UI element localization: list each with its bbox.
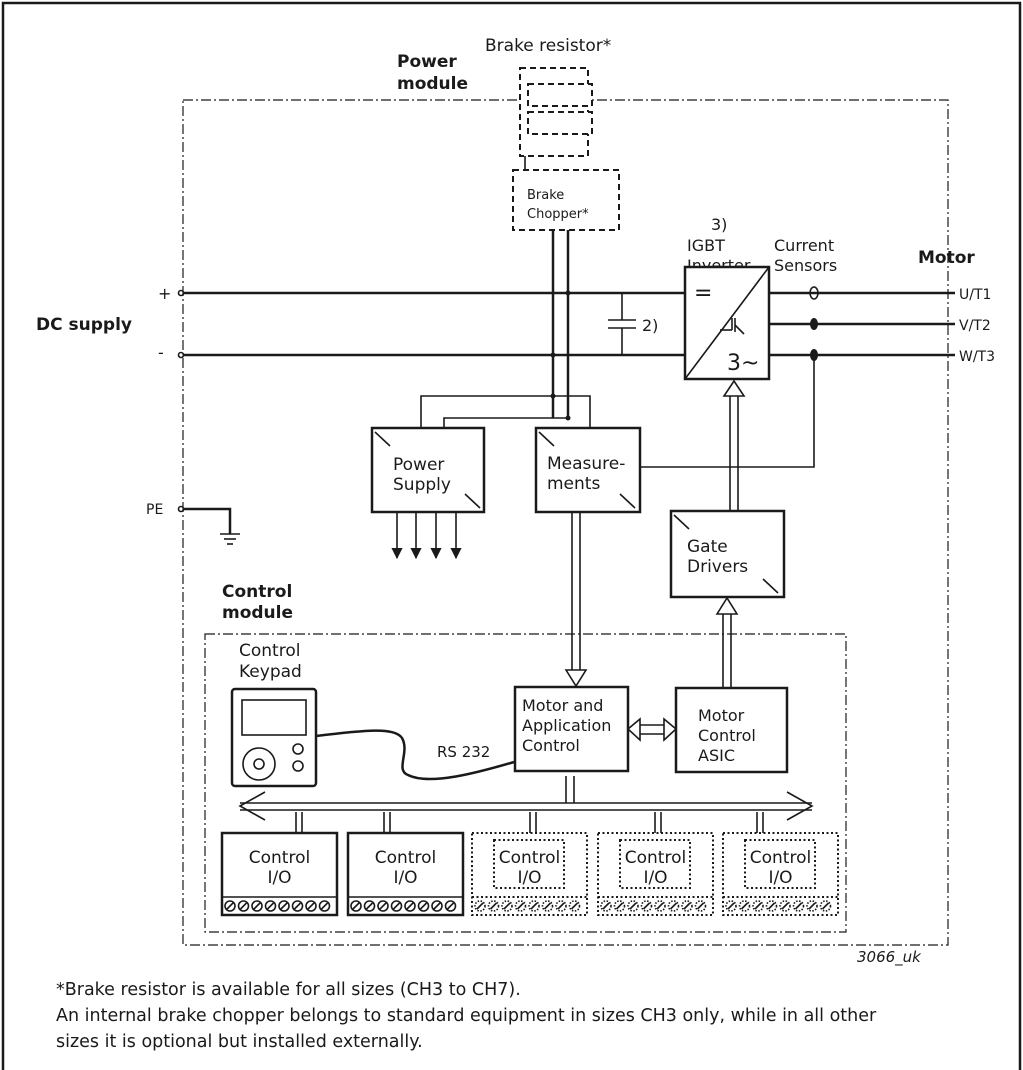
control-keypad	[230, 687, 318, 788]
power-supply-outputs	[391, 512, 462, 560]
current-sensor	[809, 286, 819, 300]
measurements-label: Measure-	[547, 454, 625, 474]
io-board-label: Control	[499, 848, 560, 868]
inverter-ac-symbol: 3~	[727, 351, 759, 376]
motor-label: Motor	[918, 248, 975, 268]
igbt-label: IGBT	[687, 236, 725, 255]
inverter-dc-symbol: =	[694, 281, 712, 306]
rs232-cable	[315, 729, 515, 781]
brake-resistor-label: Brake resistor*	[485, 36, 611, 56]
io-board-label: Control	[625, 848, 686, 868]
asic-label-2: Control	[698, 726, 756, 745]
brake-chopper	[512, 169, 620, 231]
phase-w-label: W/T3	[959, 349, 995, 365]
control-module-label-2: module	[222, 603, 293, 623]
control-module-enclosure	[204, 633, 847, 933]
asic-label: Motor	[698, 706, 745, 725]
phase-v-label: V/T2	[959, 318, 991, 334]
supply-feed	[420, 395, 553, 428]
footnote-line-2: An internal brake chopper belongs to sta…	[56, 1006, 877, 1026]
io-board-label: Control	[249, 848, 310, 868]
pe-terminal	[177, 505, 185, 513]
figure-code: 3066_uk	[857, 948, 922, 967]
motor-application-control-block	[513, 685, 630, 773]
inverter-note: 3)	[711, 215, 727, 234]
control-module-label: Control	[222, 582, 292, 602]
current-sensors-label: Current	[774, 236, 834, 255]
dc-link-capacitor	[608, 293, 636, 355]
mac-asic-link	[626, 717, 678, 742]
io-board-label-2: I/O	[267, 868, 291, 888]
brake-resistor	[519, 67, 593, 157]
gate-drivers-label-2: Drivers	[687, 557, 748, 577]
pe-wire	[184, 507, 232, 534]
asic-label-3: ASIC	[698, 746, 735, 765]
io-board-label: Control	[375, 848, 436, 868]
igbt-symbol	[720, 318, 745, 335]
measurements-block	[534, 426, 642, 514]
pe-label: PE	[146, 502, 163, 518]
rs232-label: RS 232	[437, 743, 490, 761]
power-module-label-2: module	[397, 74, 468, 94]
mac-label-2: Application	[522, 716, 611, 735]
io-board-label: Control	[750, 848, 811, 868]
gate-drivers-block	[669, 509, 786, 599]
mac-label-3: Control	[522, 736, 580, 755]
sensor-feedback	[640, 355, 815, 468]
minus-terminal	[177, 351, 185, 359]
capacitor-note: 2)	[642, 316, 658, 335]
power-supply-label: Power	[393, 455, 444, 475]
minus-terminal-label: -	[158, 343, 164, 362]
asic-to-gate-link	[715, 596, 739, 688]
supply-feed	[443, 417, 568, 428]
power-supply-block	[370, 426, 486, 514]
keypad-label-2: Keypad	[239, 662, 302, 682]
dc-supply-label: DC supply	[36, 315, 132, 335]
io-board-label-2: I/O	[393, 868, 417, 888]
power-module-label: Power	[397, 52, 457, 72]
keypad-label: Control	[239, 641, 300, 661]
gate-drivers-label: Gate	[687, 537, 728, 557]
measurements-label-2: ments	[547, 474, 600, 494]
ground-icon	[220, 533, 240, 545]
brake-chopper-label: Brake	[527, 188, 564, 203]
mac-bus-link	[565, 776, 575, 803]
io-board-label-2: I/O	[517, 868, 541, 888]
measure-feed	[553, 395, 591, 428]
current-sensor	[810, 318, 818, 330]
brake-chopper-label-2: Chopper*	[527, 207, 589, 222]
measure-to-mac-link	[564, 512, 588, 688]
phase-u-label: U/T1	[959, 287, 991, 303]
motor-control-asic-block	[674, 686, 789, 774]
plus-terminal-label: +	[158, 284, 171, 303]
io-bus	[238, 791, 814, 821]
gate-to-inverter-link	[722, 379, 746, 511]
io-board-label-2: I/O	[768, 868, 792, 888]
footnote-line-3: sizes it is optional but installed exter…	[56, 1032, 423, 1052]
power-supply-label-2: Supply	[393, 475, 451, 495]
plus-terminal	[177, 289, 185, 297]
current-sensors-label-2: Sensors	[774, 256, 837, 275]
footnote-line-1: *Brake resistor is available for all siz…	[56, 980, 521, 1000]
bus-stubs	[295, 812, 764, 833]
mac-label: Motor and	[522, 696, 603, 715]
io-board-label-2: I/O	[643, 868, 667, 888]
